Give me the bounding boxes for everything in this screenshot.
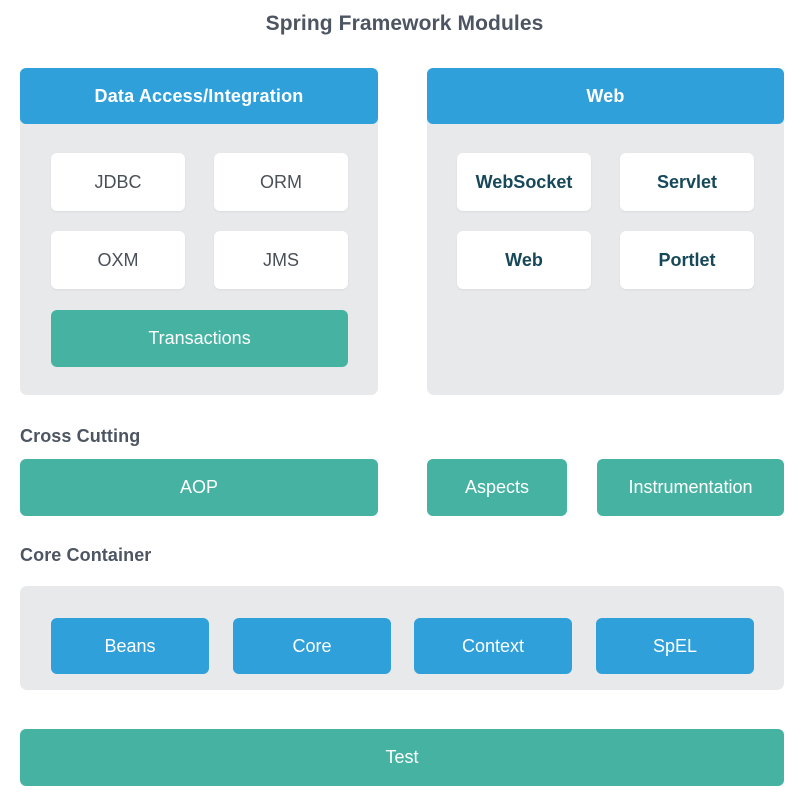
module-tile-spel[interactable]: SpEL (596, 618, 754, 674)
module-tile-aop[interactable]: AOP (20, 459, 378, 516)
module-tile-portlet[interactable]: Portlet (620, 231, 754, 289)
page-title: Spring Framework Modules (265, 12, 544, 35)
module-tile-jdbc[interactable]: JDBC (51, 153, 185, 211)
module-tile-transactions[interactable]: Transactions (51, 310, 348, 367)
module-tile-beans[interactable]: Beans (51, 618, 209, 674)
module-tile-test[interactable]: Test (20, 729, 784, 786)
module-tile-context[interactable]: Context (414, 618, 572, 674)
module-tile-core[interactable]: Core (233, 618, 391, 674)
group-header-web[interactable]: Web (427, 68, 784, 124)
module-tile-websocket[interactable]: WebSocket (457, 153, 591, 211)
module-tile-instrumentation[interactable]: Instrumentation (597, 459, 784, 516)
module-tile-jms[interactable]: JMS (214, 231, 348, 289)
module-tile-aspects[interactable]: Aspects (427, 459, 567, 516)
module-tile-web[interactable]: Web (457, 231, 591, 289)
section-heading-cross-cutting: Cross Cutting (20, 426, 141, 446)
module-tile-servlet[interactable]: Servlet (620, 153, 754, 211)
module-tile-orm[interactable]: ORM (214, 153, 348, 211)
module-tile-oxm[interactable]: OXM (51, 231, 185, 289)
group-header-data-access-integration[interactable]: Data Access/Integration (20, 68, 378, 124)
section-heading-core-container: Core Container (20, 545, 152, 565)
